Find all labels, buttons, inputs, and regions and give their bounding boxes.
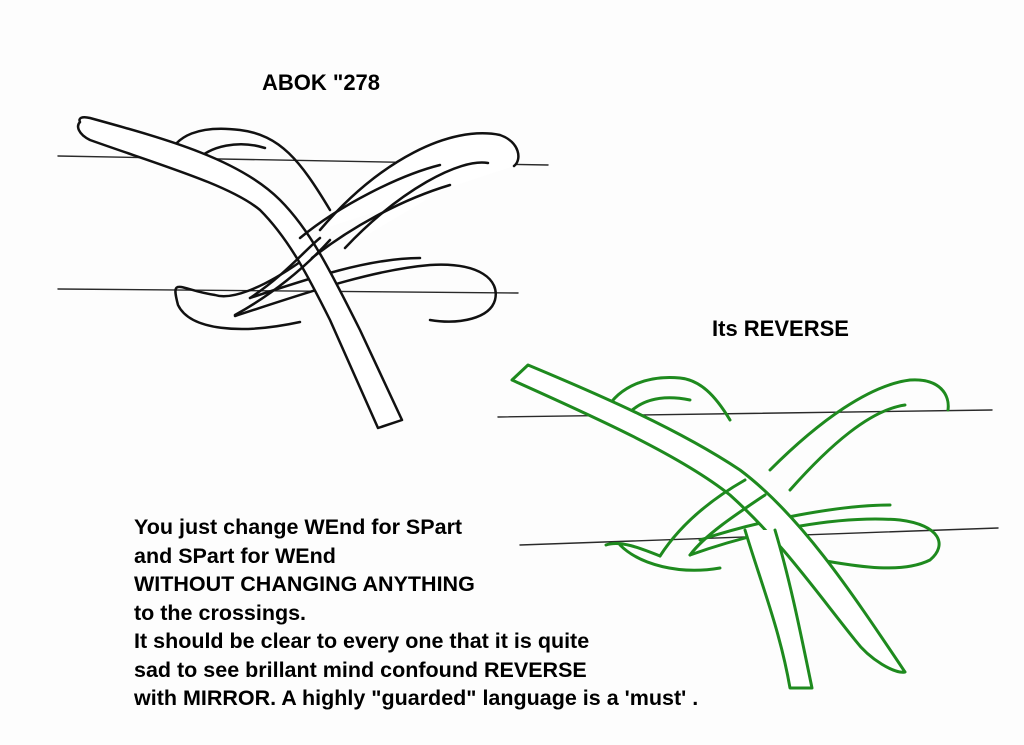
right-knot-loop-top-right (768, 378, 950, 492)
left-knot-working-end (76, 115, 404, 430)
explanation-caption: You just change WEnd for SPart and SPart… (134, 513, 698, 713)
left-knot (57, 115, 549, 430)
caption-line: You just change WEnd for SPart (134, 515, 463, 539)
left-knot-loop-top-right (318, 132, 520, 250)
left-knot-crossing (298, 163, 452, 260)
left-lower-pole (57, 288, 519, 294)
right-knot-title: Its REVERSE (712, 316, 849, 341)
caption-line: It should be clear to every one that it … (134, 629, 590, 653)
right-knot-long-tail (743, 528, 814, 690)
right-knot-loop-top-left (604, 375, 732, 422)
left-knot-title: ABOK "278 (262, 70, 381, 95)
right-knot-working-end (510, 363, 907, 674)
right-knot-loop-bottom-left (604, 541, 722, 572)
right-upper-pole (497, 409, 993, 418)
caption-line: with MIRROR. A highly "guarded" language… (134, 686, 699, 710)
caption-line: and SPart for WEnd (134, 543, 336, 568)
left-knot-loop-bottom-left (174, 260, 302, 331)
right-knot (497, 363, 999, 690)
caption-line: sad to see brillant mind confound REVERS… (134, 657, 587, 682)
caption-line: to the crossings. (134, 600, 307, 625)
caption-line: WITHOUT CHANGING ANYTHING (134, 572, 475, 596)
right-knot-crossing (658, 478, 767, 558)
left-knot-crossing-2 (233, 236, 332, 317)
